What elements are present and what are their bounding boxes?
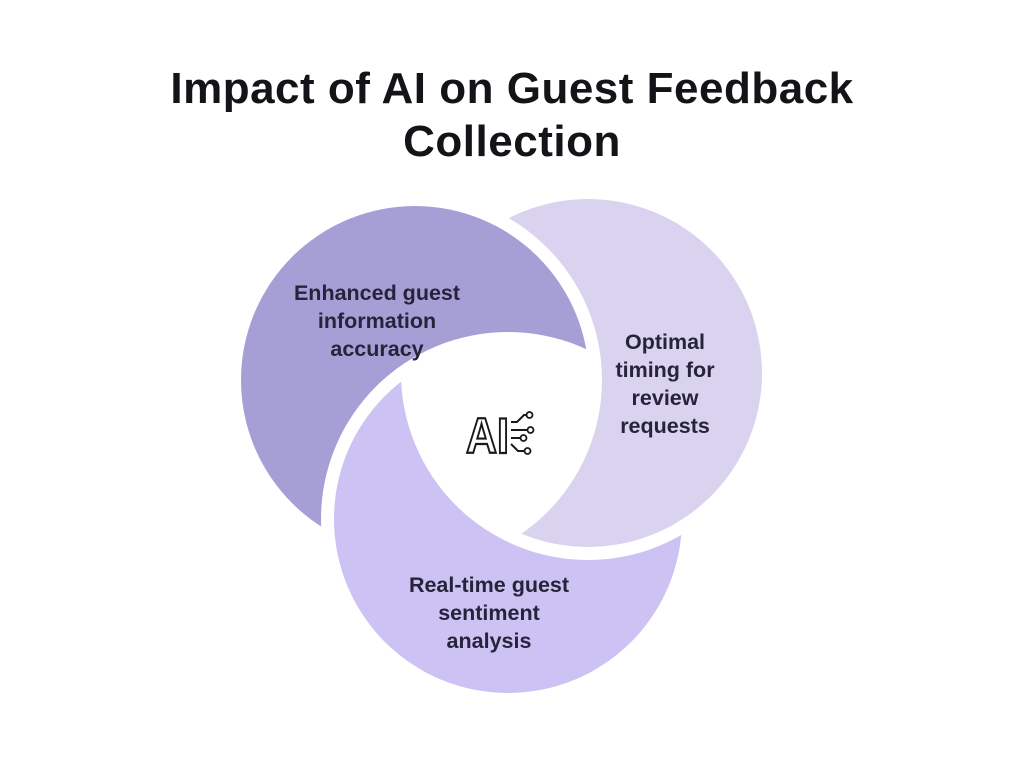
circuit-nodes (519, 411, 535, 455)
circuit-traces (510, 414, 527, 452)
ai-circuit-icon: AI (465, 407, 535, 459)
ai-icon-letters: AI (466, 408, 509, 459)
petal-bottom (334, 345, 682, 693)
